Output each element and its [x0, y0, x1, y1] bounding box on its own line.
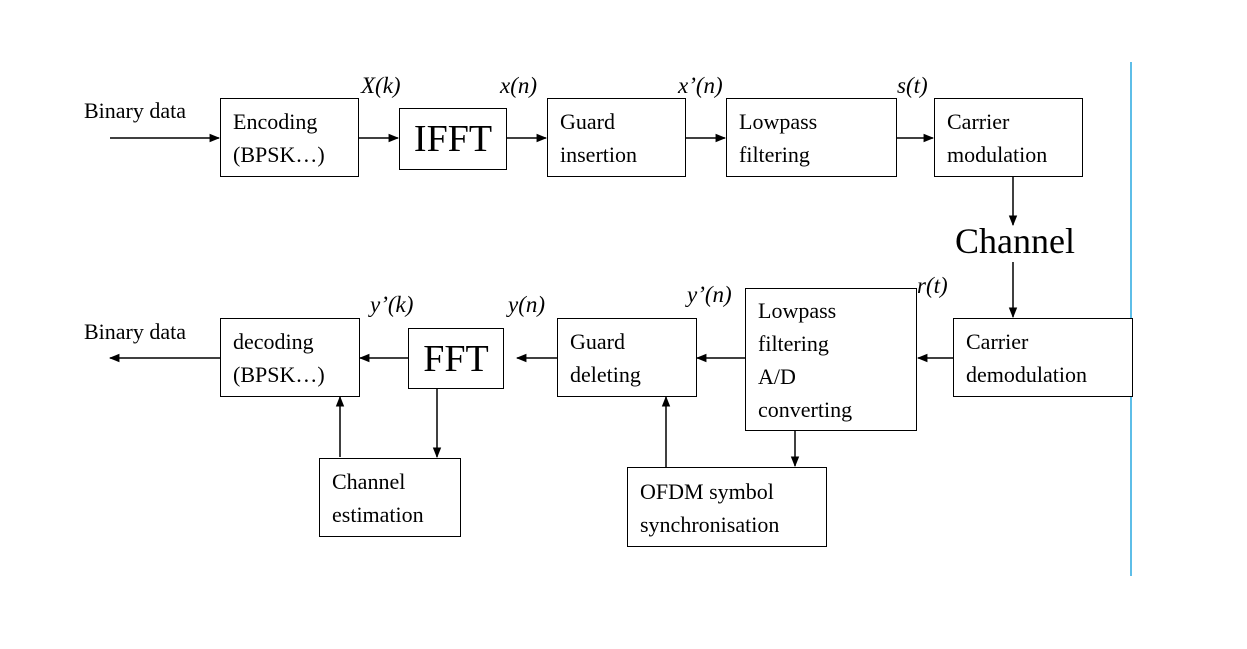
guard-deleting-block: Guard deleting — [557, 318, 697, 397]
carrier-modulation-line-2: modulation — [947, 142, 1048, 167]
guard-insertion-line-1: Guard — [560, 109, 615, 134]
ofdm-sync-line-2: synchronisation — [640, 512, 780, 537]
channel-estimation-line-1: Channel — [332, 469, 406, 494]
ofdm-sync-line-1: OFDM symbol — [640, 479, 774, 504]
tx-source-label: Binary data — [84, 98, 187, 123]
rx-lowpass-ad-block: Lowpass filtering A/D converting — [745, 288, 917, 431]
channel-estimation-line-2: estimation — [332, 502, 424, 527]
signal-x-n: x(n) — [500, 73, 538, 98]
decoding-line-1: decoding — [233, 329, 314, 354]
encoding-line-1: Encoding — [233, 109, 318, 134]
signal-X-k: X(k) — [361, 73, 401, 98]
signal-y-prime-k: y’(k) — [370, 292, 414, 317]
guard-deleting-line-2: deleting — [570, 362, 641, 387]
rx-lowpass-line-3: A/D — [758, 364, 796, 389]
decoding-block: decoding (BPSK…) — [220, 318, 360, 397]
guard-insertion-line-2: insertion — [560, 142, 637, 167]
carrier-demodulation-line-2: demodulation — [966, 362, 1087, 387]
encoding-block: Encoding (BPSK…) — [220, 98, 359, 177]
rx-lowpass-line-4: converting — [758, 397, 853, 422]
decoding-line-2: (BPSK…) — [233, 362, 325, 387]
ofdm-sync-block: OFDM symbol synchronisation — [627, 467, 827, 547]
carrier-modulation-block: Carrier modulation — [934, 98, 1083, 177]
fft-block: FFT — [408, 328, 504, 389]
rx-lowpass-line-2: filtering — [758, 331, 829, 356]
signal-r-t: r(t) — [917, 273, 948, 298]
encoding-line-2: (BPSK…) — [233, 142, 325, 167]
rx-sink-label: Binary data — [84, 319, 187, 344]
tx-lowpass-line-2: filtering — [739, 142, 810, 167]
tx-lowpass-line-1: Lowpass — [739, 109, 818, 134]
signal-x-prime-n: x’(n) — [678, 73, 723, 98]
channel-estimation-block: Channel estimation — [319, 458, 461, 537]
signal-y-prime-n: y’(n) — [687, 282, 732, 307]
carrier-demodulation-line-1: Carrier — [966, 329, 1029, 354]
guard-deleting-line-1: Guard — [570, 329, 625, 354]
rx-lowpass-line-1: Lowpass — [758, 298, 837, 323]
guard-insertion-block: Guard insertion — [547, 98, 686, 177]
carrier-modulation-line-1: Carrier — [947, 109, 1010, 134]
tx-lowpass-block: Lowpass filtering — [726, 98, 897, 177]
channel-label: Channel — [955, 221, 1075, 261]
carrier-demodulation-block: Carrier demodulation — [953, 318, 1133, 397]
signal-y-n: y(n) — [508, 292, 546, 317]
ifft-block: IFFT — [399, 108, 507, 170]
signal-s-t: s(t) — [897, 73, 928, 98]
